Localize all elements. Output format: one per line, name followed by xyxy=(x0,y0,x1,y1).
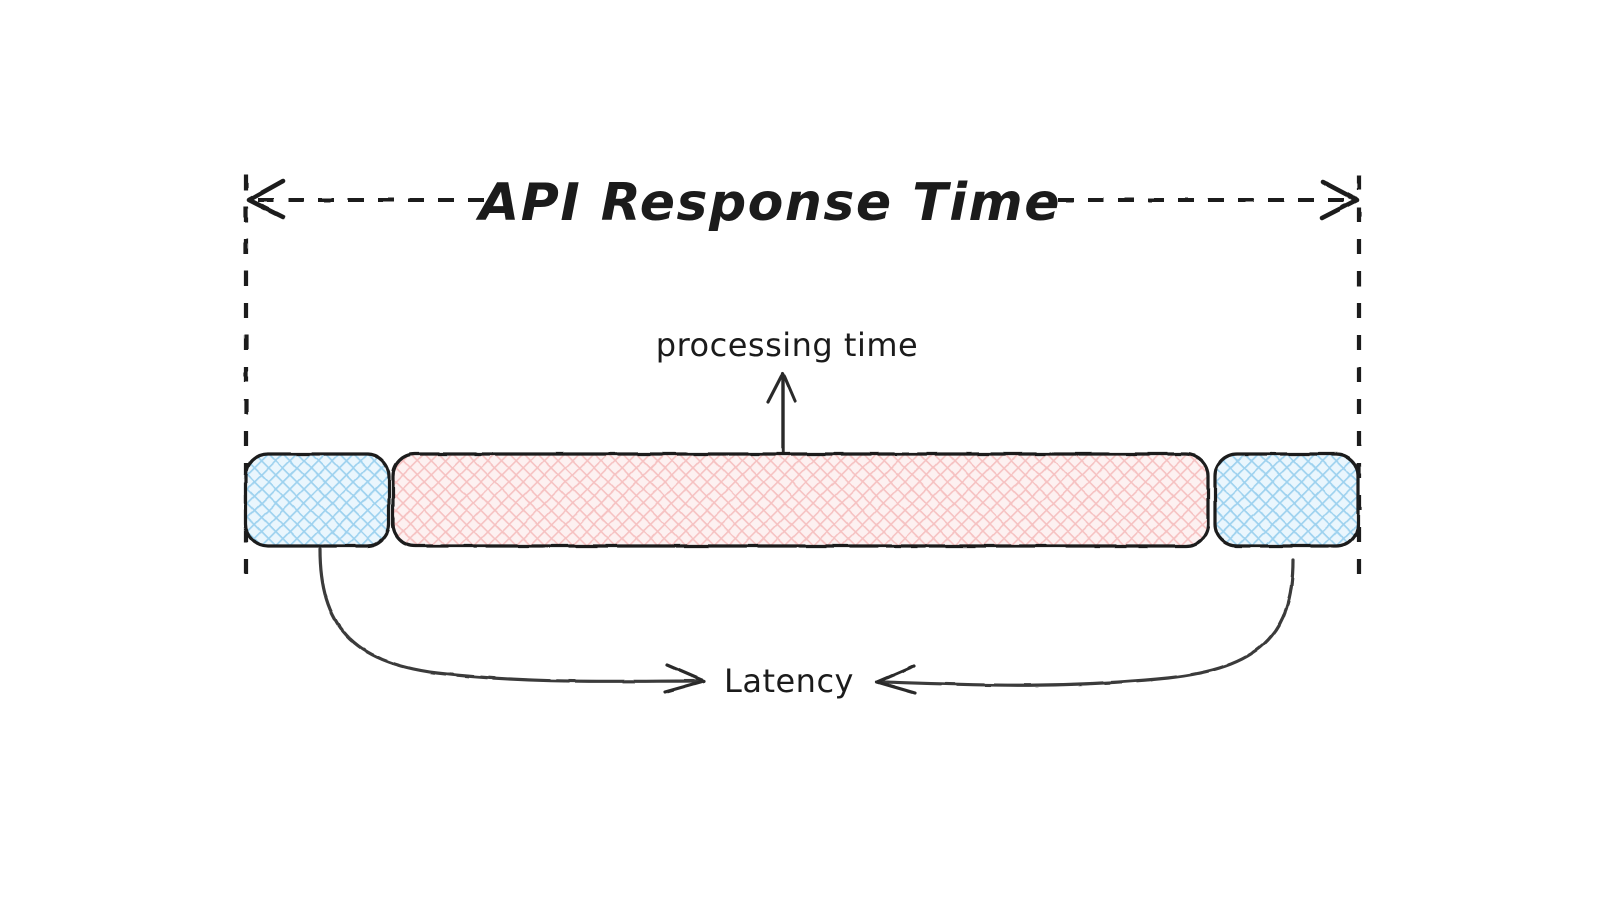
arrowhead-left-icon xyxy=(246,178,286,220)
segment-latency-left-outline xyxy=(244,452,391,548)
guidelines xyxy=(243,175,1362,582)
latency-curve-left xyxy=(318,547,702,683)
latency-curve-right xyxy=(880,558,1295,687)
segment-latency-left[interactable] xyxy=(244,452,391,548)
segment-processing-time-outline xyxy=(391,452,1210,548)
latency-arrowhead-right-icon xyxy=(875,664,917,695)
page-title: API Response Time xyxy=(475,173,1061,233)
processing-arrowhead-icon xyxy=(766,371,797,404)
latency-callout-arrows xyxy=(318,547,1295,695)
segment-latency-right-fill xyxy=(1215,454,1358,546)
segment-latency-right[interactable] xyxy=(1213,452,1360,548)
timeline-bar xyxy=(244,452,1360,548)
arrowhead-right-icon xyxy=(1319,179,1360,221)
latency-label: Latency xyxy=(724,662,854,700)
segment-latency-left-fill xyxy=(246,454,389,546)
processing-time-label: processing time xyxy=(656,326,918,364)
segment-processing-time-fill xyxy=(393,454,1208,546)
latency-arrowhead-left-icon xyxy=(663,663,706,694)
segment-processing-time[interactable] xyxy=(391,452,1210,548)
response-time-span-arrow xyxy=(246,178,1360,221)
processing-time-pointer-arrow xyxy=(766,371,797,458)
segment-latency-right-outline xyxy=(1213,452,1360,548)
